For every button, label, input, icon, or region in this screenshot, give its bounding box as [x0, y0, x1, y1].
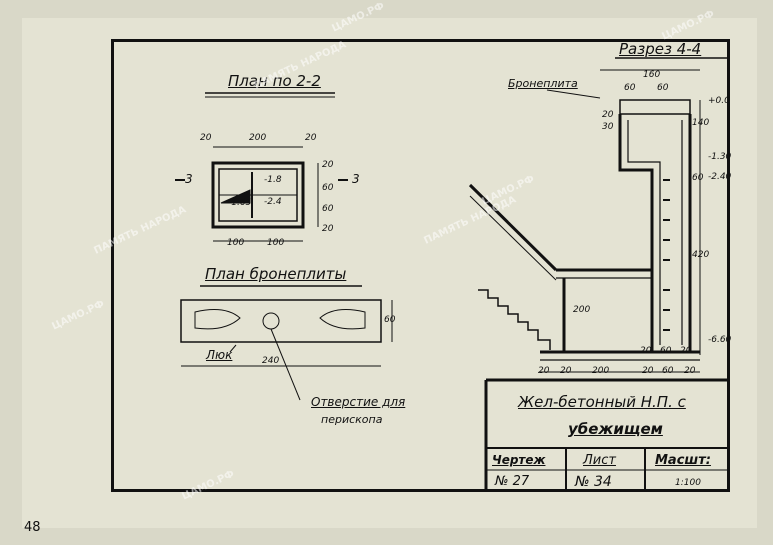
dim: 20 — [684, 366, 696, 376]
drawing-sheet — [22, 18, 757, 528]
elevation-label: -1.8 — [264, 175, 282, 185]
plan-2-2-outer-wall — [211, 161, 305, 229]
dim: 160 — [643, 70, 661, 80]
drawing-frame — [111, 39, 730, 492]
broneplita-label: Бронеплита — [508, 77, 578, 90]
broneplita-outline — [180, 299, 382, 343]
dim: 60 — [624, 83, 636, 93]
plan-broneplity-title: План бронеплиты — [205, 265, 347, 283]
dim: 100 — [227, 238, 245, 248]
section-mark-left: 3 — [185, 172, 193, 186]
scale-label: Масшт: — [655, 453, 711, 468]
elevation-label: -1.65 — [228, 198, 252, 208]
plan-2-2-title: План по 2-2 — [228, 72, 321, 90]
sheet-number: № 34 — [575, 474, 612, 490]
dim: 240 — [262, 356, 280, 366]
otverstie-label: Отверстие для — [311, 395, 406, 409]
dim: 60 — [692, 173, 704, 183]
dim: 30 — [602, 122, 614, 132]
dim: 20 — [640, 346, 652, 356]
drawing-label: Чертеж — [492, 453, 546, 467]
lyuk-label: Люк — [206, 348, 233, 362]
dim: 200 — [249, 133, 267, 143]
dim: 20 — [322, 224, 334, 234]
dim: 200 — [573, 305, 591, 315]
elevation-label: -1.30 — [708, 152, 732, 162]
elevation-label: -2.4 — [264, 197, 282, 207]
dim: 20 — [538, 366, 550, 376]
dim: 60 — [322, 183, 334, 193]
elevation-label: -6.60 — [708, 335, 732, 345]
title-name-line2: убежищем — [568, 420, 663, 438]
drawing-number: № 27 — [495, 474, 530, 489]
dim: 140 — [692, 118, 710, 128]
dim: 20 — [602, 110, 614, 120]
razrez-4-4-title: Разрез 4-4 — [619, 40, 702, 58]
title-name-line1: Жел-бетонный Н.П. с — [518, 393, 686, 411]
dim: 200 — [592, 366, 610, 376]
dim: 60 — [657, 83, 669, 93]
elevation-label: -2.40 — [708, 172, 732, 182]
dim: 60 — [660, 346, 672, 356]
dim: 20 — [305, 133, 317, 143]
sheet-label: Лист — [583, 453, 616, 468]
dim: 20 — [642, 366, 654, 376]
section-mark-right: 3 — [352, 172, 360, 186]
dim: 100 — [267, 238, 285, 248]
dim: 20 — [560, 366, 572, 376]
scale-value: 1:100 — [675, 478, 701, 488]
dim: 60 — [322, 204, 334, 214]
elevation-label: +0.0 — [708, 96, 730, 106]
broneplita-section — [619, 99, 691, 115]
dim: 420 — [692, 250, 710, 260]
dim: 20 — [680, 346, 692, 356]
page-number: 48 — [24, 520, 41, 535]
periskopa-label: перископа — [321, 413, 383, 426]
dim: 20 — [200, 133, 212, 143]
stair-hatch — [220, 189, 251, 204]
dim: 60 — [662, 366, 674, 376]
dim: 60 — [384, 315, 396, 325]
dim: 20 — [322, 160, 334, 170]
